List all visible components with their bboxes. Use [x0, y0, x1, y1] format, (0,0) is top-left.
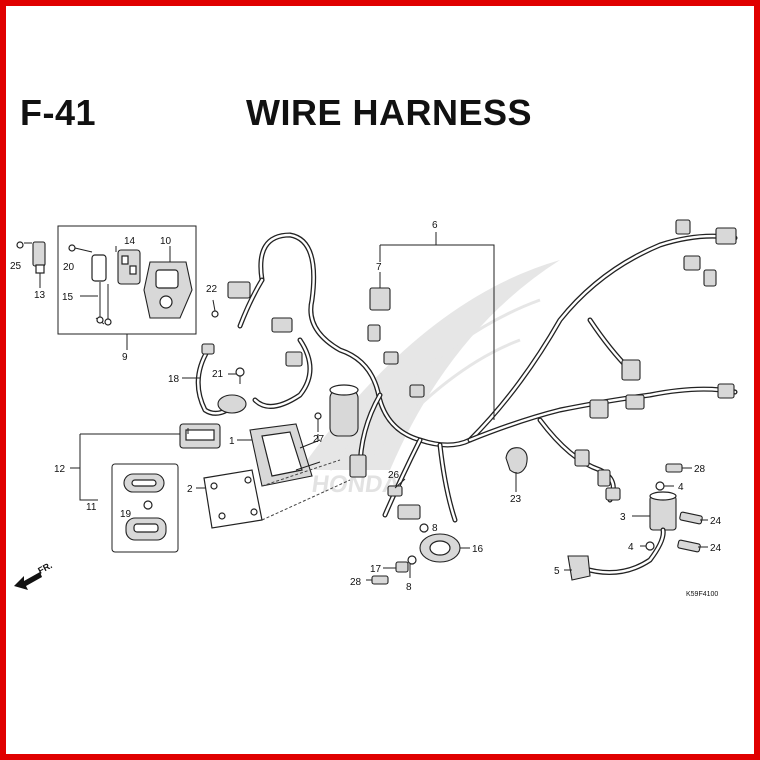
canister	[329, 384, 359, 437]
bolt-28-lower	[371, 575, 389, 585]
callout-4-upper: 4	[678, 482, 684, 493]
callout-5: 5	[554, 566, 560, 577]
nut-8	[407, 523, 429, 578]
horn-16	[419, 533, 468, 563]
callout-17: 17	[370, 564, 382, 575]
screw-22	[211, 299, 219, 318]
callout-20: 20	[63, 262, 75, 273]
harness-connectors	[227, 219, 737, 520]
screw-27	[314, 412, 322, 432]
screw-20	[68, 244, 93, 253]
connector-7	[369, 272, 391, 311]
lead-wires-15	[80, 282, 112, 326]
callout-12: 12	[54, 464, 66, 475]
lead-18	[195, 343, 247, 416]
callout-14: 14	[124, 236, 136, 247]
callout-8-lower: 8	[406, 582, 412, 593]
callout-18: 18	[168, 374, 180, 385]
drawing-code: K59F4100	[686, 591, 718, 598]
box-11-key-set	[111, 463, 179, 553]
bolt-28-upper	[665, 463, 683, 473]
bracket-13	[16, 241, 46, 288]
bolt-24	[677, 511, 703, 553]
callout-8-upper: 8	[432, 523, 438, 534]
callout-28-upper: 28	[694, 464, 706, 475]
callout-11: 11	[86, 502, 97, 513]
clip-26	[387, 485, 403, 497]
callout-24-upper: 24	[710, 516, 722, 527]
page-title: WIRE HARNESS	[246, 92, 533, 133]
callout-labels: 25 13 20 14 10 15 9 22 18 21 12 11 19 1 …	[10, 220, 722, 598]
callout-22: 22	[206, 284, 218, 295]
clamp-23	[505, 447, 528, 492]
callout-24-lower: 24	[710, 543, 722, 554]
callout-1: 1	[229, 436, 235, 447]
bracket-plate-2	[203, 459, 351, 529]
switch-14	[91, 249, 141, 285]
callout-6: 6	[432, 220, 438, 231]
relay-12	[179, 423, 221, 449]
spark-plug-cap-5	[567, 527, 666, 581]
bolt-17	[395, 561, 409, 573]
callout-26: 26	[388, 470, 400, 481]
callout-21: 21	[212, 369, 224, 380]
callout-16: 16	[472, 544, 484, 555]
callout-4-lower: 4	[628, 542, 634, 553]
honda-wing-watermark: HONDA	[300, 260, 560, 498]
figure-code: F-41	[20, 92, 97, 133]
callout-25: 25	[10, 261, 22, 272]
callout-27: 27	[313, 434, 325, 445]
callout-7: 7	[376, 262, 382, 273]
leader-lines	[24, 242, 708, 581]
callout-19: 19	[120, 509, 132, 520]
fr-label: FR.	[36, 560, 53, 576]
callout-3: 3	[620, 512, 626, 523]
callout-23: 23	[510, 494, 522, 505]
screw-21	[235, 367, 245, 384]
callout-28-lower: 28	[350, 577, 362, 588]
switch-housing-10	[143, 261, 193, 319]
callout-10: 10	[160, 236, 172, 247]
callout-13: 13	[34, 290, 46, 301]
callout-2: 2	[187, 484, 193, 495]
callout-9: 9	[122, 352, 128, 363]
front-direction-arrow: FR.	[14, 560, 54, 590]
key-19	[123, 473, 167, 541]
ignition-coil-3	[636, 491, 677, 531]
callout-15: 15	[62, 292, 74, 303]
ecu-1	[249, 423, 321, 487]
